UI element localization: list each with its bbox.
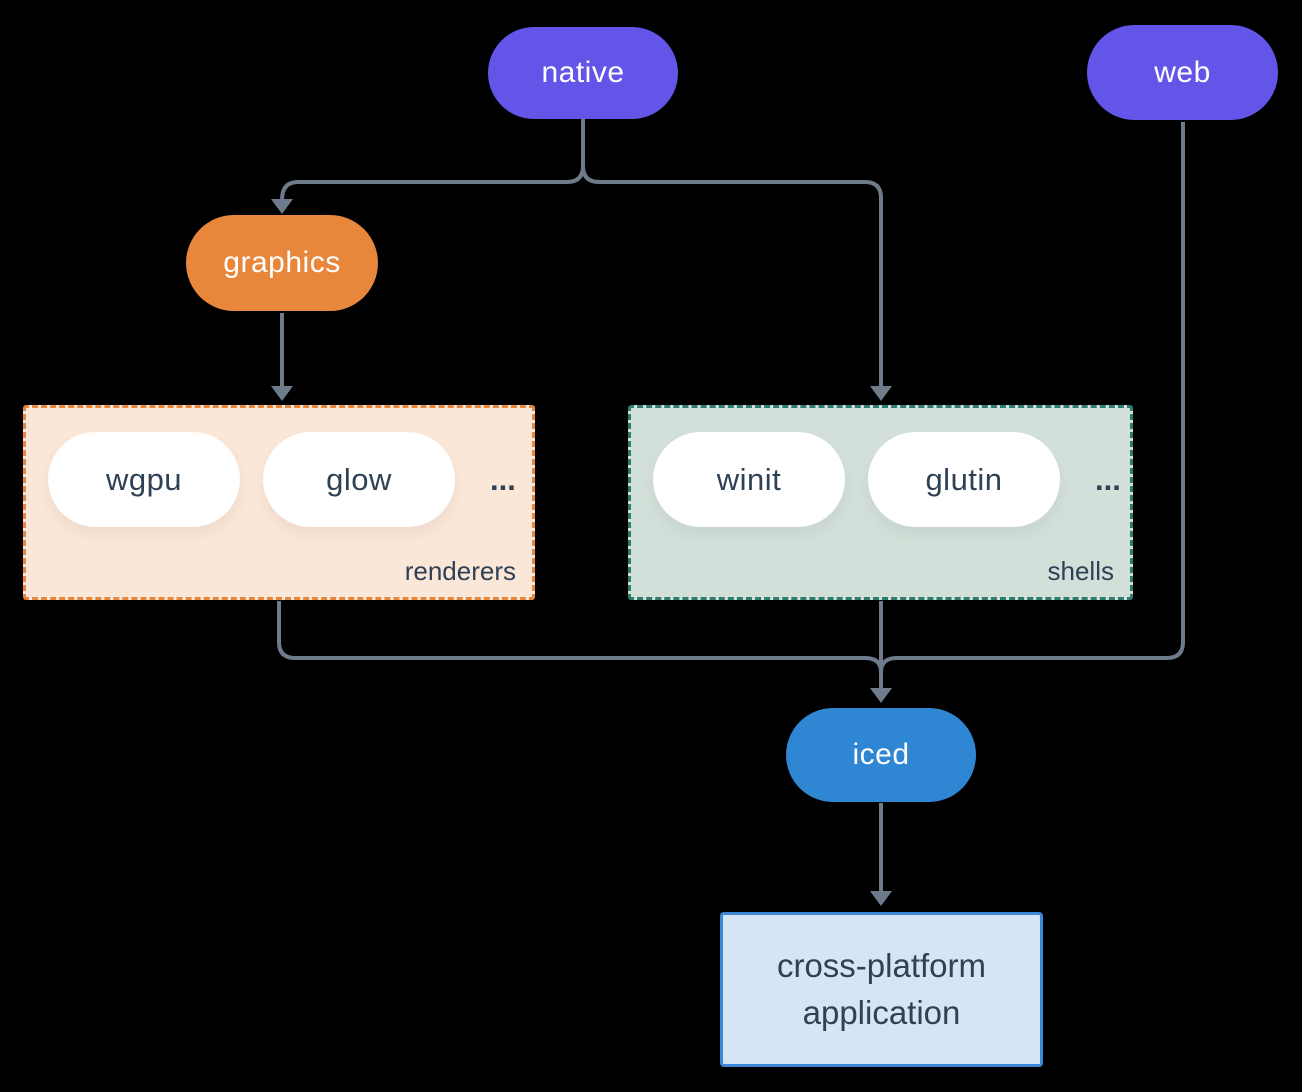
group-shells-row: winit glutin ... [631, 408, 1130, 527]
group-shells-label: shells [1047, 556, 1114, 586]
arrowhead-into-app [870, 891, 892, 906]
node-web: web [1087, 25, 1278, 120]
edge-native-shells [581, 119, 883, 388]
node-winit: winit [653, 432, 845, 527]
arrowhead-into-shells [870, 386, 892, 401]
arrowhead-into-graphics [271, 199, 293, 214]
node-glow: glow [263, 432, 455, 527]
arrowhead-into-iced [870, 688, 892, 703]
group-renderers: wgpu glow ... renderers [23, 405, 535, 600]
arrowhead-into-renderers [271, 386, 293, 401]
renderers-more-indicator: ... [490, 461, 516, 497]
node-cross-platform-application: cross-platform application [720, 912, 1043, 1067]
group-shells: winit glutin ... shells [628, 405, 1133, 600]
node-wgpu: wgpu [48, 432, 240, 527]
group-renderers-label: renderers [404, 556, 516, 586]
shells-more-indicator: ... [1095, 461, 1121, 497]
group-renderers-row: wgpu glow ... [26, 408, 532, 527]
node-native: native [488, 27, 678, 119]
node-iced: iced [786, 708, 976, 802]
node-glutin: glutin [868, 432, 1060, 527]
edge-native-graphics [280, 119, 585, 201]
node-graphics: graphics [186, 215, 378, 311]
edge-renderers-iced [277, 601, 883, 673]
